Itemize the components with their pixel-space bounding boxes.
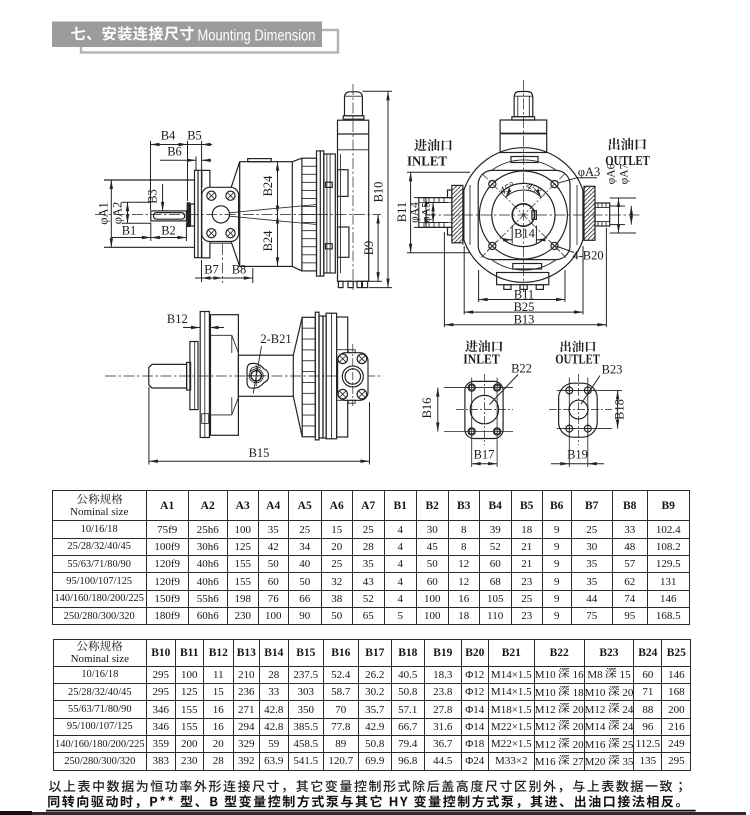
svg-text:INLET: INLET xyxy=(463,352,500,367)
svg-text:B22: B22 xyxy=(511,362,532,376)
svg-text:φA3: φA3 xyxy=(578,165,601,179)
svg-text:B19: B19 xyxy=(567,448,588,462)
svg-text:B6: B6 xyxy=(167,145,182,159)
svg-text:OUTLET: OUTLET xyxy=(555,352,600,367)
svg-text:B11: B11 xyxy=(514,287,534,301)
svg-text:B9: B9 xyxy=(362,241,376,256)
svg-text:OUTLET: OUTLET xyxy=(605,154,650,169)
svg-text:φA1: φA1 xyxy=(97,202,111,225)
svg-text:B2: B2 xyxy=(161,224,176,238)
svg-text:B3: B3 xyxy=(146,189,160,204)
svg-text:B5: B5 xyxy=(187,129,202,143)
svg-text:φA6: φA6 xyxy=(606,163,618,184)
svg-text:45°: 45° xyxy=(524,180,544,198)
svg-text:B23: B23 xyxy=(602,363,623,377)
svg-text:B1: B1 xyxy=(122,224,137,238)
svg-text:B17: B17 xyxy=(474,448,495,462)
svg-text:φA4: φA4 xyxy=(409,202,421,223)
svg-text:B16: B16 xyxy=(420,398,434,419)
svg-text:INLET: INLET xyxy=(407,155,448,170)
svg-text:B18: B18 xyxy=(613,399,627,420)
svg-text:B7: B7 xyxy=(204,263,219,277)
svg-text:B25: B25 xyxy=(514,300,535,314)
svg-text:B4: B4 xyxy=(161,129,176,143)
svg-text:B12: B12 xyxy=(167,312,188,326)
svg-text:Mounting Dimension: Mounting Dimension xyxy=(198,28,316,45)
svg-text:B11: B11 xyxy=(395,202,409,222)
svg-text:B10: B10 xyxy=(372,182,386,203)
svg-text:B14: B14 xyxy=(514,227,536,241)
svg-text:B15: B15 xyxy=(249,446,270,460)
svg-text:4-B20: 4-B20 xyxy=(572,249,603,263)
svg-text:2-B21: 2-B21 xyxy=(260,332,291,346)
svg-text:B13: B13 xyxy=(514,313,535,327)
svg-text:φA7: φA7 xyxy=(618,163,630,184)
svg-text:B24: B24 xyxy=(261,230,275,252)
svg-text:φA5: φA5 xyxy=(421,202,433,223)
svg-text:B24: B24 xyxy=(261,175,275,197)
svg-text:φA2: φA2 xyxy=(111,202,125,225)
svg-text:B8: B8 xyxy=(232,263,247,277)
